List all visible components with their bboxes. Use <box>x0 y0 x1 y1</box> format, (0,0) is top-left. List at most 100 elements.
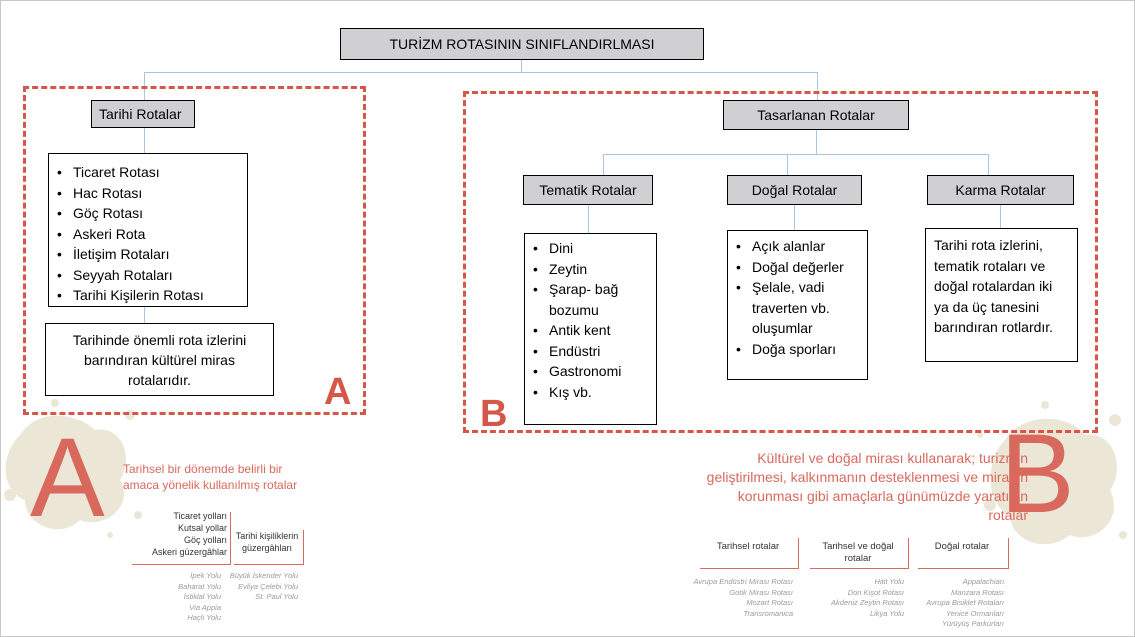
figure-b-category-example: Don Kişot Rotası <box>847 587 904 597</box>
figure-a-col2-example: St. Paul Yolu <box>255 592 298 601</box>
figure-b-category-label: Tarihsel rotalar <box>700 541 796 553</box>
mixed-routes-title: Karma Rotalar <box>955 182 1046 198</box>
connector-natural-down <box>794 205 795 230</box>
thematic-route-item: Gastronomi <box>525 361 656 382</box>
figure-a-col2-example: Evliya Çelebi Yolu <box>238 581 298 591</box>
figure-b-category-example: Avrupa Bisiklet Rotaları <box>926 598 1004 607</box>
figure-b-category-example: Gotik Mirası Rotası <box>729 587 793 597</box>
connector-designed-down <box>816 130 817 154</box>
mixed-routes-header: Karma Rotalar <box>927 175 1074 205</box>
figure-a-col1-example: İstiklal Yolu <box>183 592 221 601</box>
connector-thematic-down <box>588 205 589 233</box>
figure-a-col2-example: Büyük İskender Yolu <box>229 571 298 580</box>
figure-b-heading-line: Kültürel ve doğal mirası kullanarak; tur… <box>757 450 1028 466</box>
figure-a-col2-label: Tarihi kişiliklerin <box>235 531 299 541</box>
figure-b-category-label-line: Tarihsel ve doğal <box>822 541 894 552</box>
figure-b-category-label-line: Tarihsel rotalar <box>716 541 780 552</box>
figure-b-category-label: Doğal rotalar <box>918 541 1006 553</box>
figure-a-col1-label: Göç yolları <box>183 535 227 545</box>
figure-b-heading-line: rotalar <box>988 507 1028 523</box>
figure-a-heading-line2: amaca yönelik kullanılmış rotalar <box>123 478 298 492</box>
figure-b-category-vline <box>798 538 799 568</box>
figure-a-col1-label: Ticaret yolları <box>173 511 227 521</box>
figure-b-category-example: Yürüyüş Parkurları <box>941 619 1004 628</box>
connector-natural-up <box>787 154 788 175</box>
figure-b-category-vline <box>908 538 909 568</box>
connector-right-down <box>817 72 818 100</box>
mixed-routes-description-box: Tarihi rota izlerini, tematik rotaları v… <box>925 228 1078 362</box>
natural-routes-header: Doğal Rotalar <box>727 175 862 205</box>
group-a-letter: A <box>324 371 352 413</box>
figure-a-col1-example: Baharat Yolu <box>178 581 221 591</box>
natural-route-item: Açık alanlar <box>728 236 861 257</box>
thematic-routes-header: Tematik Rotalar <box>523 175 653 205</box>
thematic-route-item: Dini <box>525 238 656 259</box>
figure-b-category-example: Avrupa Endüstri Mirası Rotası <box>693 577 794 586</box>
historic-routes-list: Ticaret RotasıHac RotasıGöç RotasıAskeri… <box>49 162 247 306</box>
figure-b-category-example: Transromanica <box>743 608 793 618</box>
figure-a-col2-label: güzergâhları <box>241 543 293 553</box>
historic-route-item: İletişim Rotaları <box>49 244 247 265</box>
figure-b-category-vline <box>1008 538 1009 568</box>
group-b-dashed-border <box>463 91 1098 433</box>
figure-b-category-label-line: Doğal rotalar <box>934 541 990 552</box>
natural-routes-list-box: Açık alanlarDoğal değerlerŞelale, vadi t… <box>727 230 868 380</box>
root-title-box: TURİZM ROTASININ SINIFLANDIRLMASI <box>340 28 704 60</box>
connector-root-down <box>521 60 522 73</box>
figure-a-col1-label: Askeri güzergâhlar <box>151 547 227 557</box>
figure-b-category-hline <box>810 568 909 569</box>
figure-b-category-hline <box>918 568 1009 569</box>
figure-b-letter: B <box>1000 411 1075 536</box>
natural-route-item: Doğa sporları <box>728 339 861 360</box>
root-title: TURİZM ROTASININ SINIFLANDIRLMASI <box>389 36 655 52</box>
figure-b-category-label-line: rotalar <box>844 553 872 564</box>
figure-b-heading-line: korunması gibi amaçlarla günümüzde yarat… <box>737 488 1028 504</box>
group-b-letter: B <box>480 393 508 435</box>
figure-b-category-example: Likya Yolu <box>869 608 904 618</box>
designed-routes-header: Tasarlanan Rotalar <box>723 100 909 130</box>
natural-routes-title: Doğal Rotalar <box>751 182 838 198</box>
thematic-route-item: Zeytin <box>525 259 656 280</box>
historic-route-item: Tarihi Kişilerin Rotası <box>49 285 247 306</box>
thematic-route-item: Kış vb. <box>525 382 656 403</box>
thematic-routes-title: Tematik Rotalar <box>539 182 637 198</box>
connector-root-h <box>144 72 818 73</box>
thematic-routes-list-box: DiniZeytinŞarap- bağ bozumuAntik kentEnd… <box>524 233 657 425</box>
figure-a-col2-vline <box>303 530 304 564</box>
figure-a-col1-example: İpek Yolu <box>190 571 221 580</box>
figure-a-col1-example: Haçlı Yolu <box>187 613 221 622</box>
designed-routes-title: Tasarlanan Rotalar <box>757 107 875 123</box>
figure-b-heading: Kültürel ve doğal mirası kullanarak; tur… <box>668 449 1028 525</box>
historic-routes-description: Tarihinde önemli rota izlerini barındıra… <box>72 331 247 388</box>
figure-b-category-example: Manzara Rotası <box>951 587 1004 597</box>
historic-routes-description-box: Tarihinde önemli rota izlerini barındıra… <box>45 323 274 396</box>
figure-a-col1-example: Via Appia <box>189 602 221 612</box>
connector-mixed-up <box>988 154 989 175</box>
connector-historic-desc <box>144 307 145 323</box>
figure-b-category-example: Yenice Ormanları <box>946 608 1004 618</box>
figure-b-category-example: Hitit Yolu <box>874 577 904 586</box>
figure-b-category-example: Akdeniz Zeytin Rotası <box>831 598 904 607</box>
figure-a-column2-labels: Tarihi kişiliklerin güzergâhları <box>234 530 300 554</box>
group-a-dashed-border <box>23 86 366 415</box>
natural-route-item: Doğal değerler <box>728 257 861 278</box>
thematic-route-item: Endüstri <box>525 341 656 362</box>
figure-a-col1-label: Kutsal yollar <box>177 523 227 533</box>
paint-splatter-b <box>977 401 1127 545</box>
historic-routes-title: Tarihi Rotalar <box>99 106 182 122</box>
historic-route-item: Ticaret Rotası <box>49 162 247 183</box>
figure-b-heading-line: geliştirilmesi, kalkınmanın desteklenmes… <box>706 469 1028 485</box>
connector-designed-h <box>603 154 988 155</box>
thematic-route-item: Antik kent <box>525 320 656 341</box>
figure-a-col1-vline <box>230 512 231 564</box>
figure-a-col2-hline <box>234 564 304 565</box>
figure-a-letter: A <box>30 415 105 540</box>
historic-route-item: Hac Rotası <box>49 183 247 204</box>
figure-a-heading-line1: Tarihsel bir dönemde belirli bir <box>123 462 283 476</box>
